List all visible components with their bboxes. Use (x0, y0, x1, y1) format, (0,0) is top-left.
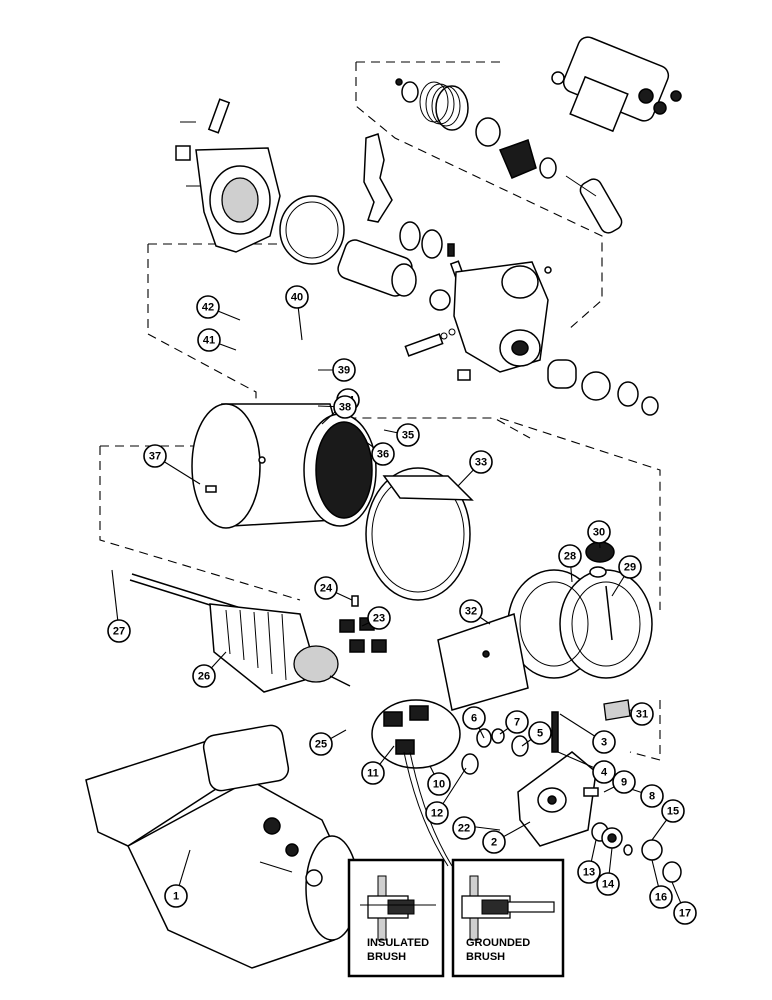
callout-label-32: 32 (465, 606, 477, 618)
callout-label-16: 16 (655, 892, 667, 904)
callout-circle-1 (164, 884, 188, 908)
callout-label-22: 22 (458, 823, 470, 835)
callout-label-5: 5 (537, 728, 543, 740)
callout-circle-10 (427, 772, 451, 796)
callout-circle-8 (640, 784, 664, 808)
callout-label-29: 29 (624, 562, 636, 574)
callout-circle-37 (143, 444, 167, 468)
inset-grounded-brush: GROUNDED BRUSH (451, 858, 565, 978)
callout-label-14: 14 (602, 879, 615, 891)
callout-label-41: 41 (203, 335, 215, 347)
callout-circle-25 (309, 732, 333, 756)
callout-label-23: 23 (373, 613, 385, 625)
callout-circle-23 (367, 606, 391, 630)
inset-left-label-line1: INSULATED (367, 937, 429, 949)
callout-circle-16 (649, 885, 673, 909)
callout-circle-39 (332, 358, 356, 382)
callout-label-4: 4 (601, 767, 608, 779)
callout-circle-26 (192, 664, 216, 688)
callout-label-12: 12 (431, 808, 443, 820)
callout-circle-38 (333, 395, 357, 419)
pinion-drive (337, 221, 467, 311)
armature (129, 573, 351, 693)
callout-circle-12 (425, 801, 449, 825)
callout-circle-36 (371, 442, 395, 466)
callout-label-39: 39 (338, 365, 350, 377)
callout-label-2: 2 (491, 837, 497, 849)
callout-circle-4 (592, 760, 616, 784)
callout-circle-35 (396, 423, 420, 447)
callout-label-25: 25 (315, 739, 327, 751)
shift-lever (363, 133, 393, 223)
callout-circle-30 (587, 520, 611, 544)
callout-label-11: 11 (367, 768, 379, 780)
callout-circle-17 (673, 901, 697, 925)
callout-label-30: 30 (593, 527, 605, 539)
intermediate-housing (404, 261, 552, 373)
callout-label-17: 17 (679, 908, 691, 920)
callout-circle-42 (196, 295, 220, 319)
callout-label-15: 15 (667, 806, 679, 818)
callout-circle-24 (314, 576, 338, 600)
callout-label-8: 8 (649, 791, 655, 803)
callout-label-35: 35 (402, 430, 414, 442)
callout-label-26: 26 (198, 671, 210, 683)
group-outlines (99, 61, 661, 761)
callout-label-33: 33 (475, 457, 487, 469)
callout-circle-9 (612, 770, 636, 794)
callout-circle-7 (505, 710, 529, 734)
callout-circle-40 (285, 285, 309, 309)
callout-circle-27 (107, 619, 131, 643)
callout-circle-14 (596, 872, 620, 896)
callout-circle-6 (462, 706, 486, 730)
lower-right-hardware (591, 822, 682, 883)
callout-label-24: 24 (320, 583, 333, 595)
callout-circle-5 (528, 721, 552, 745)
callout-circle-28 (558, 544, 582, 568)
callout-circle-2 (482, 830, 506, 854)
commutator-end-frame (467, 751, 599, 847)
callout-circle-15 (661, 799, 685, 823)
callout-label-6: 6 (471, 713, 477, 725)
callout-label-13: 13 (583, 867, 595, 879)
callout-label-37: 37 (149, 451, 161, 463)
callout-label-31: 31 (636, 709, 648, 721)
callout-label-9: 9 (621, 777, 627, 789)
brush-holder-plate (371, 699, 461, 867)
callout-circle-22 (452, 816, 476, 840)
callout-label-7: 7 (514, 717, 520, 729)
callout-circle-31 (630, 702, 654, 726)
callout-label-10: 10 (433, 779, 445, 791)
assembled-starter-motor (85, 724, 359, 969)
callout-circle-32 (459, 599, 483, 623)
plunger-parts (395, 78, 623, 234)
callout-circle-3 (592, 730, 616, 754)
callout-label-27: 27 (113, 626, 125, 638)
callout-circle-13 (577, 860, 601, 884)
callout-label-42: 42 (202, 302, 214, 314)
callout-circle-29 (618, 555, 642, 579)
callout-circle-11 (361, 761, 385, 785)
insulator-band (365, 467, 474, 601)
callout-circle-33 (469, 450, 493, 474)
callout-label-3: 3 (601, 737, 607, 749)
callout-label-28: 28 (564, 551, 576, 563)
drive-housing (175, 98, 345, 265)
callout-label-40: 40 (291, 292, 303, 304)
callout-label-38: 38 (339, 402, 351, 414)
callout-label-1: 1 (173, 891, 179, 903)
bushings-washers (457, 359, 659, 416)
inset-left-label-line2: BRUSH (367, 951, 406, 963)
field-frame (191, 403, 377, 529)
solenoid-assembly (551, 36, 682, 133)
callout-circle-41 (197, 328, 221, 352)
inset-insulated-brush: INSULATED BRUSH (347, 858, 445, 978)
inset-right-label-line2: BRUSH (466, 951, 505, 963)
field-coils (507, 541, 653, 679)
callout-label-36: 36 (377, 449, 389, 461)
inset-right-label-line1: GROUNDED (466, 937, 530, 949)
